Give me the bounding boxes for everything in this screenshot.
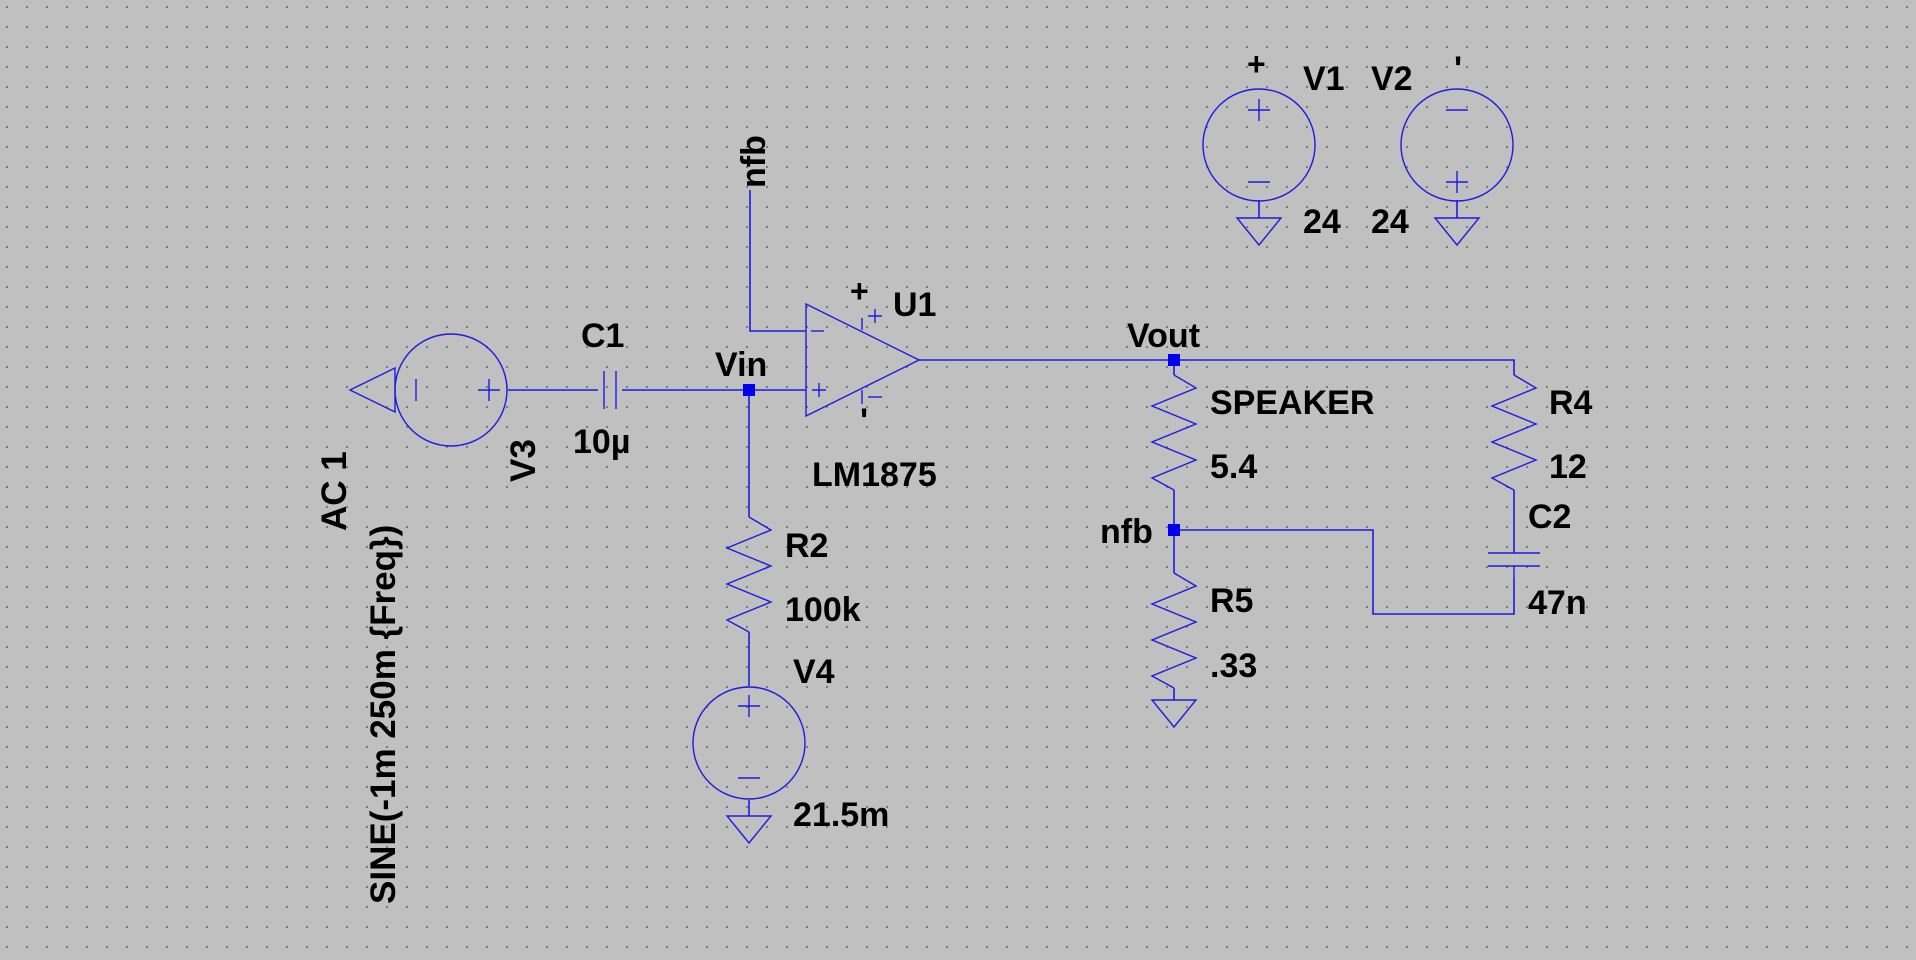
junction-vin[interactable] xyxy=(743,384,755,396)
r2-value-label: 100k xyxy=(785,591,861,629)
v3-value-line2: SINE(-1m 250m {Freq}) xyxy=(364,525,403,904)
u1-supply-plus-sign: + xyxy=(850,273,869,309)
v2-value-label: 24 xyxy=(1371,203,1409,241)
u1-supply-minus-sign: ' xyxy=(860,402,868,440)
resistor-r2[interactable]: R2 100k xyxy=(725,516,861,633)
speaker-zigzag xyxy=(1150,374,1198,491)
wires xyxy=(508,190,1515,816)
net-label-nfb-top[interactable]: nfb xyxy=(735,135,773,188)
v1-plus-mark xyxy=(1248,99,1270,121)
u1-value-label: LM1875 xyxy=(812,456,937,494)
v1-circle xyxy=(1202,88,1316,202)
r2-name-label: R2 xyxy=(785,527,828,565)
capacitor-c2[interactable]: C2 47n xyxy=(1488,498,1587,622)
v4-name-label: V4 xyxy=(793,653,835,691)
r5-zigzag xyxy=(1150,572,1198,689)
r4-name-label: R4 xyxy=(1549,384,1593,422)
u1-name-label: U1 xyxy=(893,286,936,324)
opamp-u1[interactable]: + ' U1 LM1875 xyxy=(805,273,937,494)
v4-value-label: 21.5m xyxy=(793,796,889,834)
v2-plus-mark xyxy=(1446,171,1468,193)
net-label-vin[interactable]: Vin xyxy=(715,346,767,384)
u1-vplus-mark xyxy=(868,309,882,323)
r2-zigzag xyxy=(725,516,773,633)
r5-value-label: .33 xyxy=(1210,647,1257,685)
source-v4[interactable]: V4 21.5m xyxy=(692,653,889,845)
r5-ground-icon xyxy=(1150,699,1198,729)
source-v3[interactable]: V3 AC 1 SINE(-1m 250m {Freq}) xyxy=(315,333,543,904)
junction-nodes xyxy=(743,354,1180,536)
v1-polarity-sign: + xyxy=(1247,46,1266,82)
net-labels: Vin Vout nfb nfb xyxy=(715,135,1200,551)
v1-value-label: 24 xyxy=(1303,203,1341,241)
junction-nfb[interactable] xyxy=(1168,524,1180,536)
v3-ground-icon xyxy=(348,366,396,414)
wire-nfb-loop[interactable] xyxy=(1174,529,1515,615)
c2-name-label: C2 xyxy=(1528,498,1571,536)
v4-ground-icon xyxy=(725,815,773,845)
c2-value-label: 47n xyxy=(1528,584,1587,622)
v1-ground-icon xyxy=(1235,217,1283,247)
resistor-r5[interactable]: R5 .33 xyxy=(1150,572,1257,729)
c1-value-label: 10µ xyxy=(573,423,630,461)
v2-circle xyxy=(1400,88,1514,202)
v2-ground-icon xyxy=(1433,217,1481,247)
r5-name-label: R5 xyxy=(1210,582,1253,620)
resistor-r4[interactable]: R4 12 xyxy=(1490,374,1593,491)
v3-plus-mark xyxy=(478,379,500,401)
wire-nfb-top[interactable] xyxy=(749,190,806,332)
speaker-value-label: 5.4 xyxy=(1210,448,1257,486)
c1-name-label: C1 xyxy=(581,317,624,355)
r4-value-label: 12 xyxy=(1549,448,1587,486)
capacitor-c1[interactable]: C1 10µ xyxy=(573,317,630,461)
v3-name-label: V3 xyxy=(504,439,543,482)
wire-u1-out-to-r4[interactable] xyxy=(919,359,1515,375)
v2-polarity-sign: ' xyxy=(1454,50,1462,88)
net-label-vout[interactable]: Vout xyxy=(1127,317,1200,355)
r4-zigzag xyxy=(1490,374,1538,491)
resistor-speaker[interactable]: SPEAKER 5.4 xyxy=(1150,374,1374,491)
v4-plus-mark xyxy=(738,695,760,717)
speaker-name-label: SPEAKER xyxy=(1210,384,1374,422)
net-label-nfb-mid[interactable]: nfb xyxy=(1100,513,1153,551)
u1-triangle xyxy=(805,302,921,418)
source-v2[interactable]: ' V2 24 xyxy=(1371,50,1514,247)
v2-name-label: V2 xyxy=(1371,60,1413,98)
v3-value-line1: AC 1 xyxy=(315,451,354,531)
junction-vout[interactable] xyxy=(1168,354,1180,366)
source-v1[interactable]: + V1 24 xyxy=(1202,46,1345,247)
v1-name-label: V1 xyxy=(1303,60,1345,98)
u1-noninv-input-mark xyxy=(812,383,826,397)
v4-circle xyxy=(692,686,806,800)
